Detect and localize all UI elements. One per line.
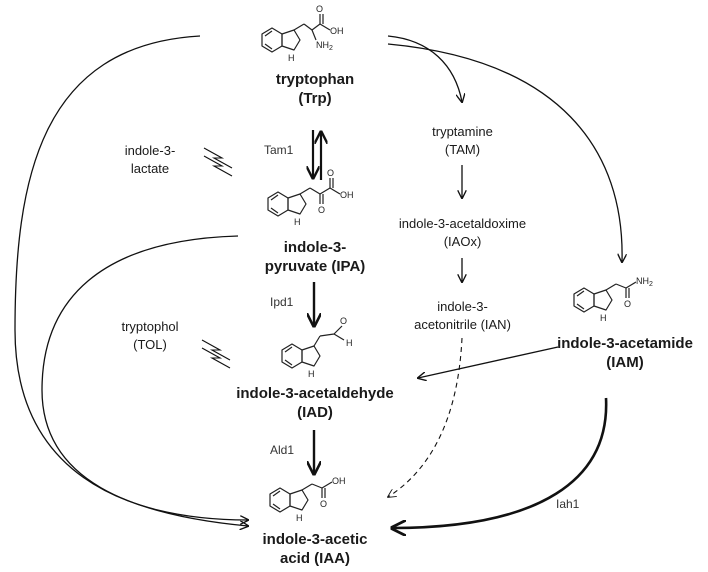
iad-structure: H O H (281, 316, 353, 379)
arrow-iam-to-iaa (392, 397, 608, 528)
enzyme-ipd1: Ipd1 (270, 295, 294, 309)
label-iaox: indole-3-acetaldoxime (IAOx) (398, 216, 527, 249)
arrow-trp-to-iaa-outer (14, 35, 248, 520)
label-tol: tryptophol (TOL) (121, 319, 179, 352)
label-iad: indole-3-acetaldehyde (IAD) (236, 385, 394, 421)
nh2-atom: NH2 (316, 40, 333, 52)
svg-text:H: H (346, 338, 353, 348)
svg-text:NH2: NH2 (636, 276, 653, 288)
o-atom: O (316, 4, 323, 14)
ipa-structure: H O O OH (267, 168, 354, 227)
label-iaa: indole-3-acetic acid (IAA) (262, 531, 368, 567)
svg-text:H: H (296, 513, 303, 523)
label-lactate: indole-3- lactate (124, 143, 176, 176)
label-ian: indole-3- acetonitrile (IAN) (414, 299, 511, 332)
arrow-trp-to-tam (387, 35, 462, 102)
enzyme-tam1: Tam1 (264, 143, 294, 157)
svg-text:H: H (294, 217, 301, 227)
arrow-tol-reversible (201, 339, 231, 369)
oh-atom: OH (330, 26, 344, 36)
svg-text:O: O (320, 499, 327, 509)
arrow-ian-to-iaa-dashed (388, 337, 463, 497)
tryptophan-structure: H O OH NH2 (261, 4, 344, 63)
svg-text:O: O (340, 316, 347, 326)
arrow-ipa-to-iaa-inner (41, 235, 248, 526)
svg-text:O: O (318, 205, 325, 215)
svg-text:H: H (600, 313, 607, 323)
svg-text:OH: OH (340, 190, 354, 200)
label-tryptophan: tryptophan (Trp) (275, 71, 355, 107)
arrow-iam-to-iad (418, 346, 559, 378)
svg-text:OH: OH (332, 476, 346, 486)
svg-text:O: O (624, 299, 631, 309)
nh-atom: H (288, 53, 295, 63)
arrow-trp-to-iam (387, 43, 622, 262)
iam-structure: H O NH2 (573, 276, 653, 323)
label-iam: indole-3-acetamide (IAM) (557, 335, 693, 371)
svg-text:O: O (327, 168, 334, 178)
label-ipa: indole-3- pyruvate (IPA) (264, 239, 366, 275)
iaa-structure: H O OH (269, 476, 346, 523)
label-tam: tryptamine (TAM) (432, 124, 493, 157)
arrow-lactate-reversible (203, 147, 233, 177)
svg-text:H: H (308, 369, 315, 379)
enzyme-ald1: Ald1 (270, 443, 295, 457)
enzyme-iah1: Iah1 (556, 497, 580, 511)
